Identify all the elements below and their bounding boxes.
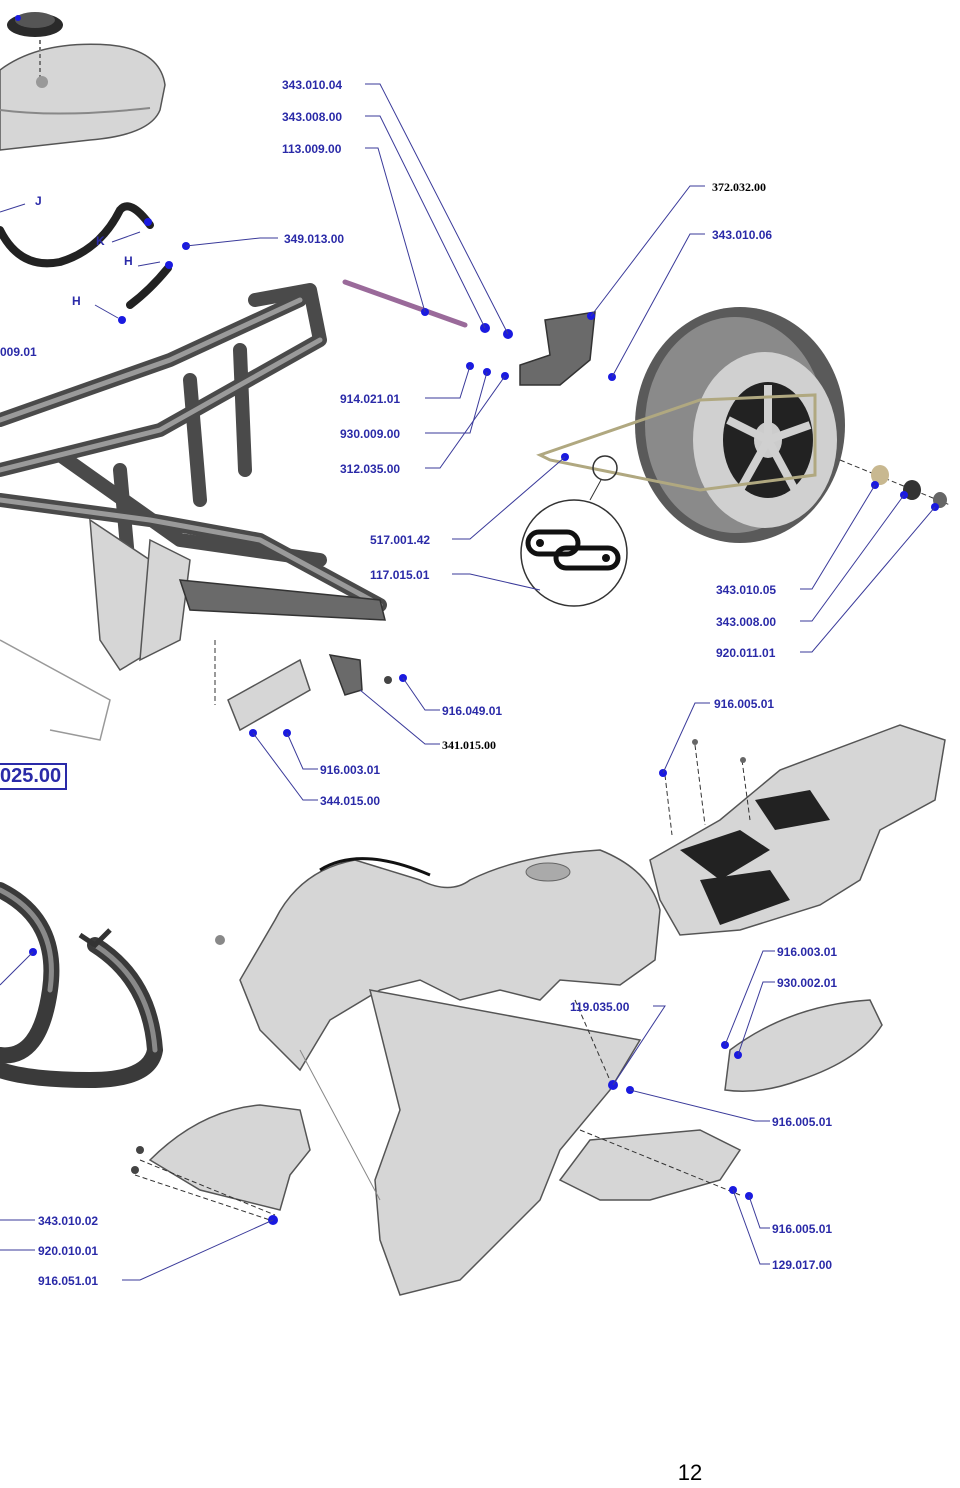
letter-j: J — [35, 194, 42, 208]
fuel-hose — [0, 15, 190, 324]
axle-bolt — [342, 279, 513, 380]
label-916-005-01-top: 916.005.01 — [714, 697, 774, 711]
label-916-005-01-mid: 916.005.01 — [772, 1115, 832, 1129]
label-113-009-00: 113.009.00 — [282, 142, 342, 156]
letter-h-lower: H — [72, 294, 81, 308]
label-920-010-01: 920.010.01 — [38, 1244, 98, 1258]
label-117-015-01: 117.015.01 — [370, 568, 430, 582]
label-343-008-00-top: 343.008.00 — [282, 110, 342, 124]
label-343-010-06: 343.010.06 — [712, 228, 772, 242]
label-517-001-42: 517.001.42 — [370, 533, 430, 547]
label-343-010-02: 343.010.02 — [38, 1214, 98, 1228]
front-mudguard — [131, 1104, 311, 1225]
label-916-051-01: 916.051.01 — [38, 1274, 98, 1288]
label-119-035-00: 119.035.00 — [570, 1000, 630, 1014]
label-341-015-00: 341.015.00 — [442, 738, 496, 752]
label-914-021-01: 914.021.01 — [340, 392, 400, 406]
letter-k: K — [96, 234, 105, 248]
page-number: 12 — [677, 1460, 703, 1485]
assembly-number-box: 025.00 — [0, 763, 68, 790]
label-343-008-00-mid: 343.008.00 — [716, 615, 776, 629]
rear-wheel — [536, 307, 951, 543]
label-343-010-04: 343.010.04 — [282, 78, 342, 92]
fairing — [215, 849, 753, 1296]
letter-h-upper: H — [124, 254, 133, 268]
label-930-009-00: 930.009.00 — [340, 427, 400, 441]
frame — [0, 283, 387, 741]
label-916-003-01-mid: 916.003.01 — [320, 763, 380, 777]
label-344-015-00: 344.015.00 — [320, 794, 380, 808]
label-343-010-05: 343.010.05 — [716, 583, 776, 597]
label-129-017-00: 129.017.00 — [772, 1258, 832, 1272]
label-349-013-00: 349.013.00 — [284, 232, 344, 246]
label-312-035-00: 312.035.00 — [340, 462, 400, 476]
exhaust-tubes — [0, 882, 164, 1089]
leader-lines — [0, 83, 936, 1281]
rear-hugger — [721, 999, 883, 1092]
label-916-005-01-low: 916.005.01 — [772, 1222, 832, 1236]
fuel-tank — [0, 12, 166, 151]
part-labels: 343.010.04 343.008.00 113.009.00 372.032… — [0, 78, 837, 1288]
chain-link-detail — [520, 455, 628, 607]
label-372-032-00: 372.032.00 — [712, 180, 766, 194]
chain-guard — [214, 640, 407, 737]
seat — [649, 724, 946, 936]
caliper-bracket — [519, 311, 616, 386]
label-920-011-01: 920.011.01 — [716, 646, 776, 660]
label-916-049-01: 916.049.01 — [442, 704, 502, 718]
label-916-003-01-right: 916.003.01 — [777, 945, 837, 959]
label-009-01: 009.01 — [0, 345, 37, 359]
label-930-002-01: 930.002.01 — [777, 976, 837, 990]
